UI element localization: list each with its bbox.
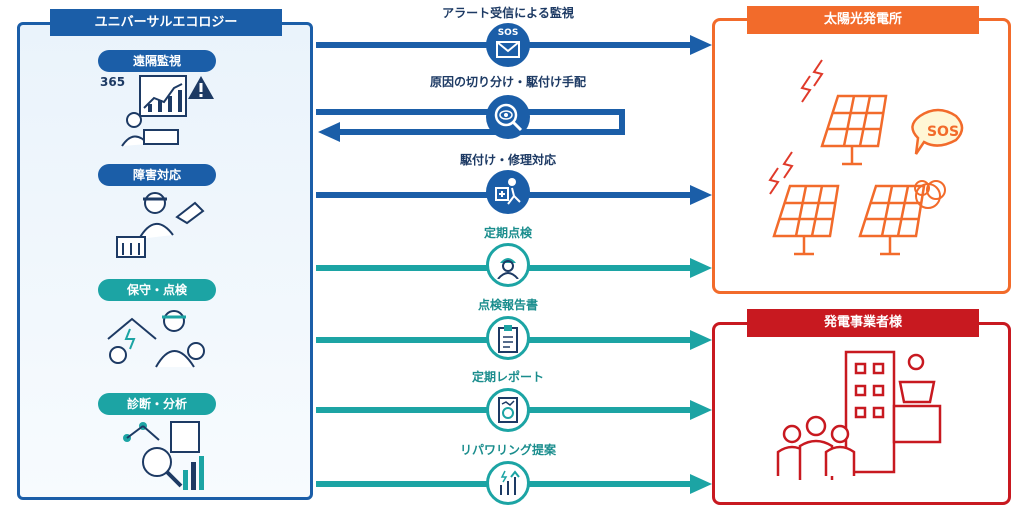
arrowhead-1 — [690, 35, 712, 55]
sos-mail-text: SOS — [497, 28, 519, 38]
report-chart-icon — [486, 388, 530, 432]
running-doctor-icon — [486, 170, 530, 214]
arrow-cause-isolation — [316, 109, 625, 135]
power-producer-title: 発電事業者様 — [747, 309, 979, 337]
flow-label-report: 点検報告書 — [477, 298, 538, 312]
section-label-remote-monitoring: 遠隔監視 — [98, 50, 216, 72]
worker-icon — [486, 243, 530, 287]
arrowhead-3 — [690, 185, 712, 205]
section-label-maintenance: 保守・点検 — [98, 279, 216, 301]
clipboard-icon — [486, 316, 530, 360]
warning-icon — [188, 76, 214, 99]
arrowhead-5 — [690, 330, 712, 350]
sos-mail-icon: SOS — [486, 23, 530, 67]
flow-label-inspection: 定期点検 — [483, 226, 532, 240]
diagnosis-illustration — [123, 421, 204, 490]
arrowhead-7 — [690, 474, 712, 494]
left-panel-title: ユニバーサルエコロジー — [50, 9, 282, 36]
flow-label-isolation: 原因の切り分け・駆付け手配 — [429, 75, 586, 89]
maintenance-worker-illustration — [107, 310, 205, 368]
repair-worker-illustration — [116, 192, 205, 258]
section-label-failure-response: 障害対応 — [98, 164, 216, 186]
flow-label-repowering: リパワリング提案 — [459, 443, 556, 457]
arrowhead-2 — [318, 122, 340, 142]
building-people-illustration — [776, 350, 942, 480]
magnifier-eye-icon — [486, 95, 530, 139]
badge-365: 365 — [100, 75, 126, 89]
remote-monitoring-illustration — [121, 75, 187, 147]
section-label-diagnosis: 診断・分析 — [98, 393, 216, 415]
solar-panels-illustration — [768, 59, 964, 256]
flow-label-repair: 駆付け・修理対応 — [459, 153, 556, 167]
arrowhead-4 — [690, 258, 712, 278]
flow-label-periodic-report: 定期レポート — [471, 370, 544, 384]
sos-bubble-text: SOS — [926, 124, 960, 140]
arrowhead-6 — [690, 400, 712, 420]
solar-plant-title: 太陽光発電所 — [747, 6, 979, 34]
repowering-icon — [486, 461, 530, 505]
flow-label-alert: アラート受信による監視 — [442, 6, 574, 20]
